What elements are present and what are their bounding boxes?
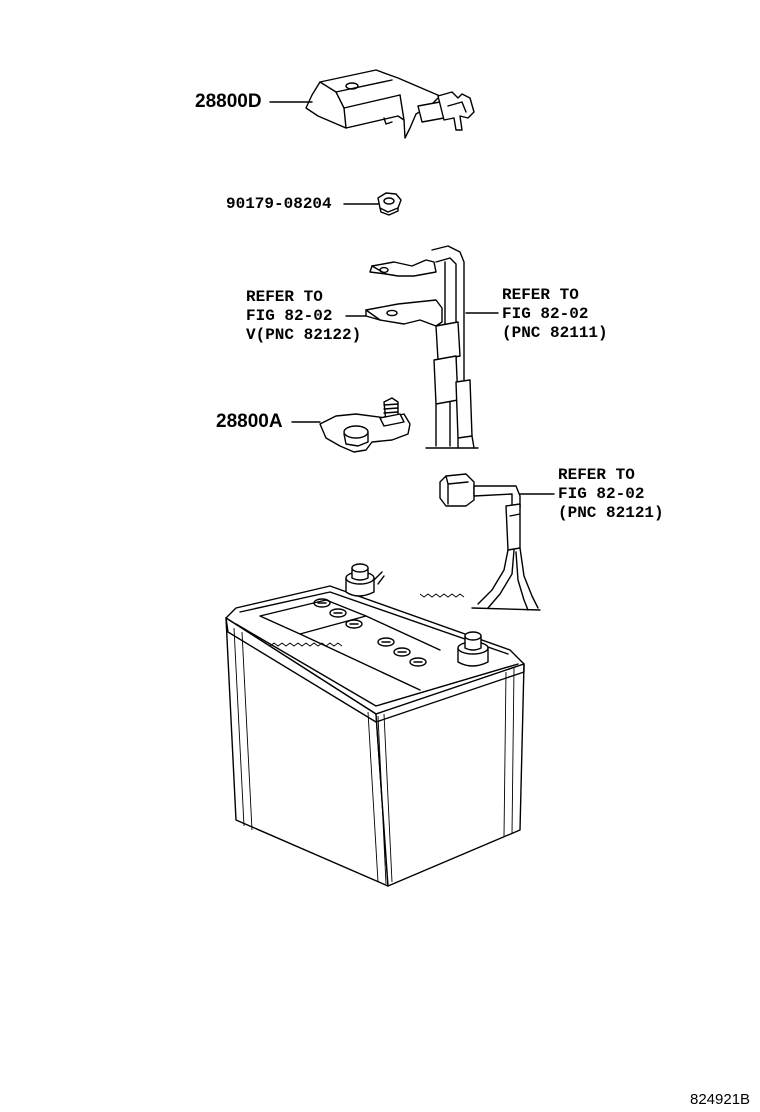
- reference-note-82121-line3: (PNC 82121): [558, 504, 664, 522]
- battery-drawing: [225, 563, 525, 887]
- part-number-28800A: 28800A: [216, 411, 283, 432]
- terminal-clamp-28800A-drawing: [319, 397, 411, 453]
- reference-note-82122-line1: REFER TO: [246, 288, 323, 306]
- reference-note-82122: REFER TO FIG 82-02 V(PNC 82122): [246, 288, 361, 345]
- negative-cable-drawing: [439, 473, 541, 611]
- reference-note-82111-line3: (PNC 82111): [502, 324, 608, 342]
- reference-note-82111: REFER TO FIG 82-02 (PNC 82111): [502, 286, 608, 343]
- part-number-28800D: 28800D: [195, 91, 262, 112]
- figure-id: 824921B: [690, 1091, 751, 1108]
- positive-cable-drawing: [365, 245, 479, 449]
- nut-drawing: [377, 192, 402, 216]
- reference-note-82122-line2: FIG 82-02: [246, 307, 333, 325]
- reference-note-82121-line2: FIG 82-02: [558, 485, 645, 503]
- reference-note-82121: REFER TO FIG 82-02 (PNC 82121): [558, 466, 664, 523]
- part-number-nut: 90179-08204: [226, 195, 332, 213]
- reference-note-82111-line2: FIG 82-02: [502, 305, 589, 323]
- terminal-cover-28800D-drawing: [305, 69, 475, 139]
- reference-note-82111-line1: REFER TO: [502, 286, 579, 304]
- reference-note-82121-line1: REFER TO: [558, 466, 635, 484]
- reference-note-82122-line3: V(PNC 82122): [246, 326, 362, 344]
